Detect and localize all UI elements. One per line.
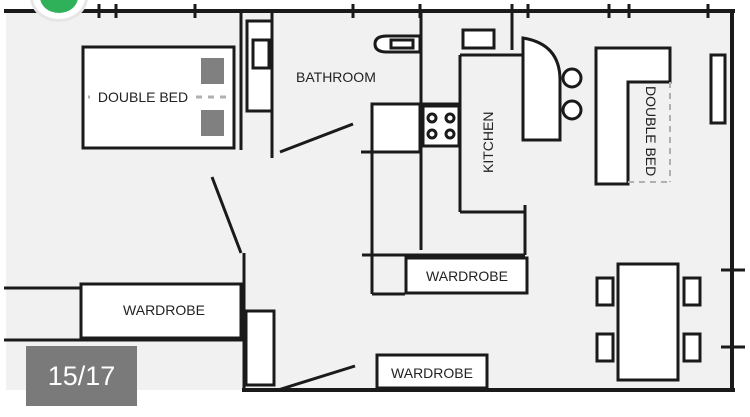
chair-2 [595,332,615,363]
stool-1 [561,67,583,89]
green-circle-icon-fill [40,0,78,13]
double-bed-right: DOUBLE BED [594,46,672,186]
bathroom-fixtures [245,19,496,113]
fridge [370,102,422,154]
image-counter: 15/17 [26,346,137,406]
wardrobe-center: WARDROBE [404,256,529,295]
kitchen-counter [521,36,562,142]
double-bed-right-label: DOUBLE BED [643,86,659,176]
wardrobe-bottom: WARDROBE [375,353,489,390]
double-bed-left-label: DOUBLE BED [98,89,188,105]
pillow-top [201,58,224,84]
wardrobe-left-label: WARDROBE [123,302,205,318]
double-bed-left: DOUBLE BED [81,45,236,150]
kitchen-sink [461,28,496,50]
corridor-cabinet [244,309,276,387]
wardrobe-bottom-label: WARDROBE [391,365,473,381]
kitchen-fixtures [370,36,583,154]
window-ticks [97,4,745,349]
bathroom-label: BATHROOM [296,69,376,85]
chair-3 [682,276,702,307]
sink [251,38,271,70]
wardrobe-center-label: WARDROBE [426,268,508,284]
dining-table [616,262,680,382]
chair-4 [682,332,702,363]
pillow-bottom [201,110,224,136]
radiator [709,53,727,125]
kitchen-label: KITCHEN [480,112,496,173]
outer-walls [4,9,735,392]
stool-2 [561,99,583,121]
wardrobe-left: WARDROBE [79,282,243,340]
stove [421,104,461,148]
chair-1 [595,276,615,307]
dining-set [595,262,702,382]
